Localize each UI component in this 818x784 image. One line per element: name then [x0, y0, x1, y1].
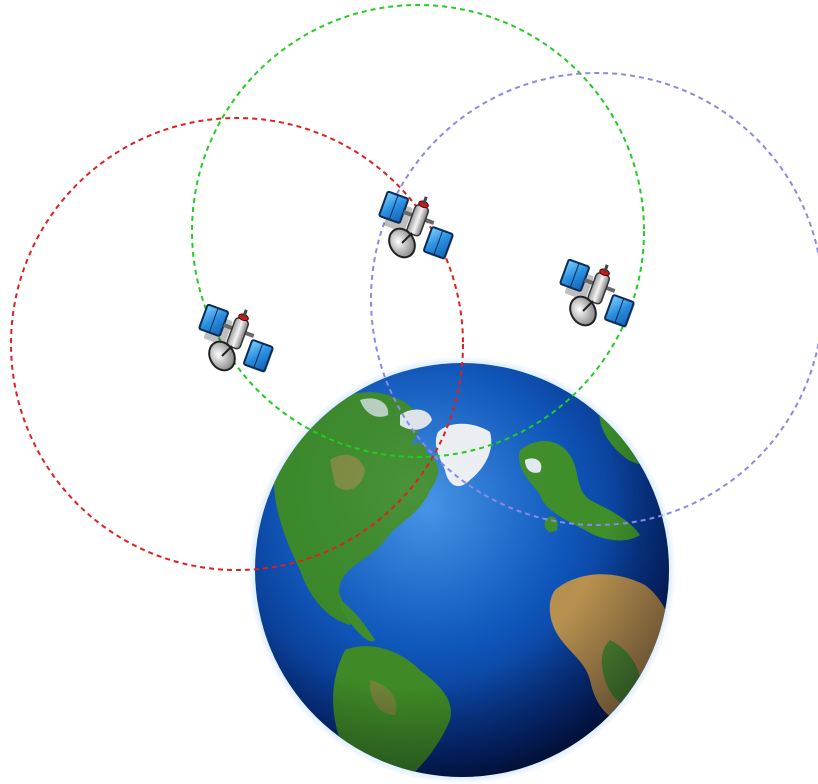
satellite-icon-right [557, 253, 637, 331]
satellite-icon-top [376, 185, 456, 263]
range-circle-left [10, 117, 464, 571]
satellites [196, 185, 637, 376]
earth-globe [248, 356, 676, 784]
range-circle-right [370, 72, 818, 526]
earth-shading [255, 363, 669, 777]
satellite-icon-left [196, 298, 276, 376]
range-circles [10, 4, 818, 571]
range-circle-top [191, 4, 645, 458]
